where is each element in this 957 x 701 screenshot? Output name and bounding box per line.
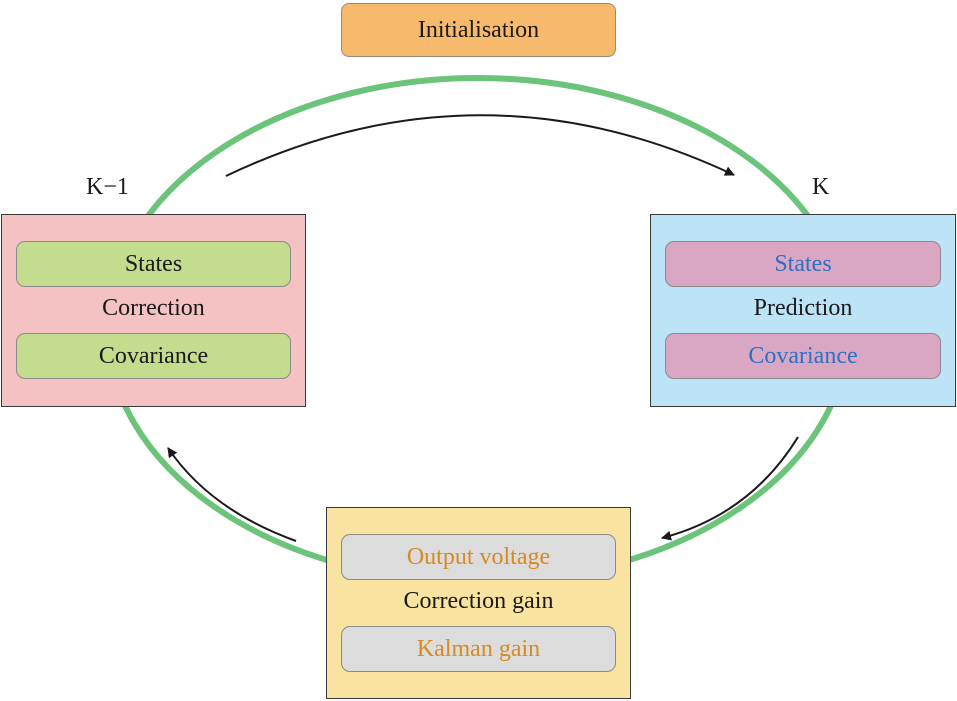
correction-panel: States Correction Covariance (1, 214, 306, 407)
correction-states-item: States (16, 241, 291, 287)
initialisation-box: Initialisation (341, 3, 616, 57)
correction-gain-title: Correction gain (403, 588, 554, 614)
prediction-title: Prediction (753, 295, 853, 321)
correction-covariance-item: Covariance (16, 333, 291, 379)
prediction-covariance-item: Covariance (665, 333, 941, 379)
prediction-states-item: States (665, 241, 941, 287)
arrow-gain-to-correction (167, 447, 297, 542)
correction-title: Correction (102, 295, 205, 321)
step-label-previous: K−1 (86, 174, 129, 200)
initialisation-label: Initialisation (417, 16, 540, 43)
kalman-gain-item: Kalman gain (341, 626, 616, 672)
prediction-panel: States Prediction Covariance (650, 214, 956, 407)
arrow-prediction-to-gain (661, 436, 799, 541)
arrow-correction-to-prediction (225, 114, 735, 177)
step-label-current: K (812, 174, 830, 200)
output-voltage-item: Output voltage (341, 534, 616, 580)
correction-gain-panel: Output voltage Correction gain Kalman ga… (326, 507, 631, 699)
